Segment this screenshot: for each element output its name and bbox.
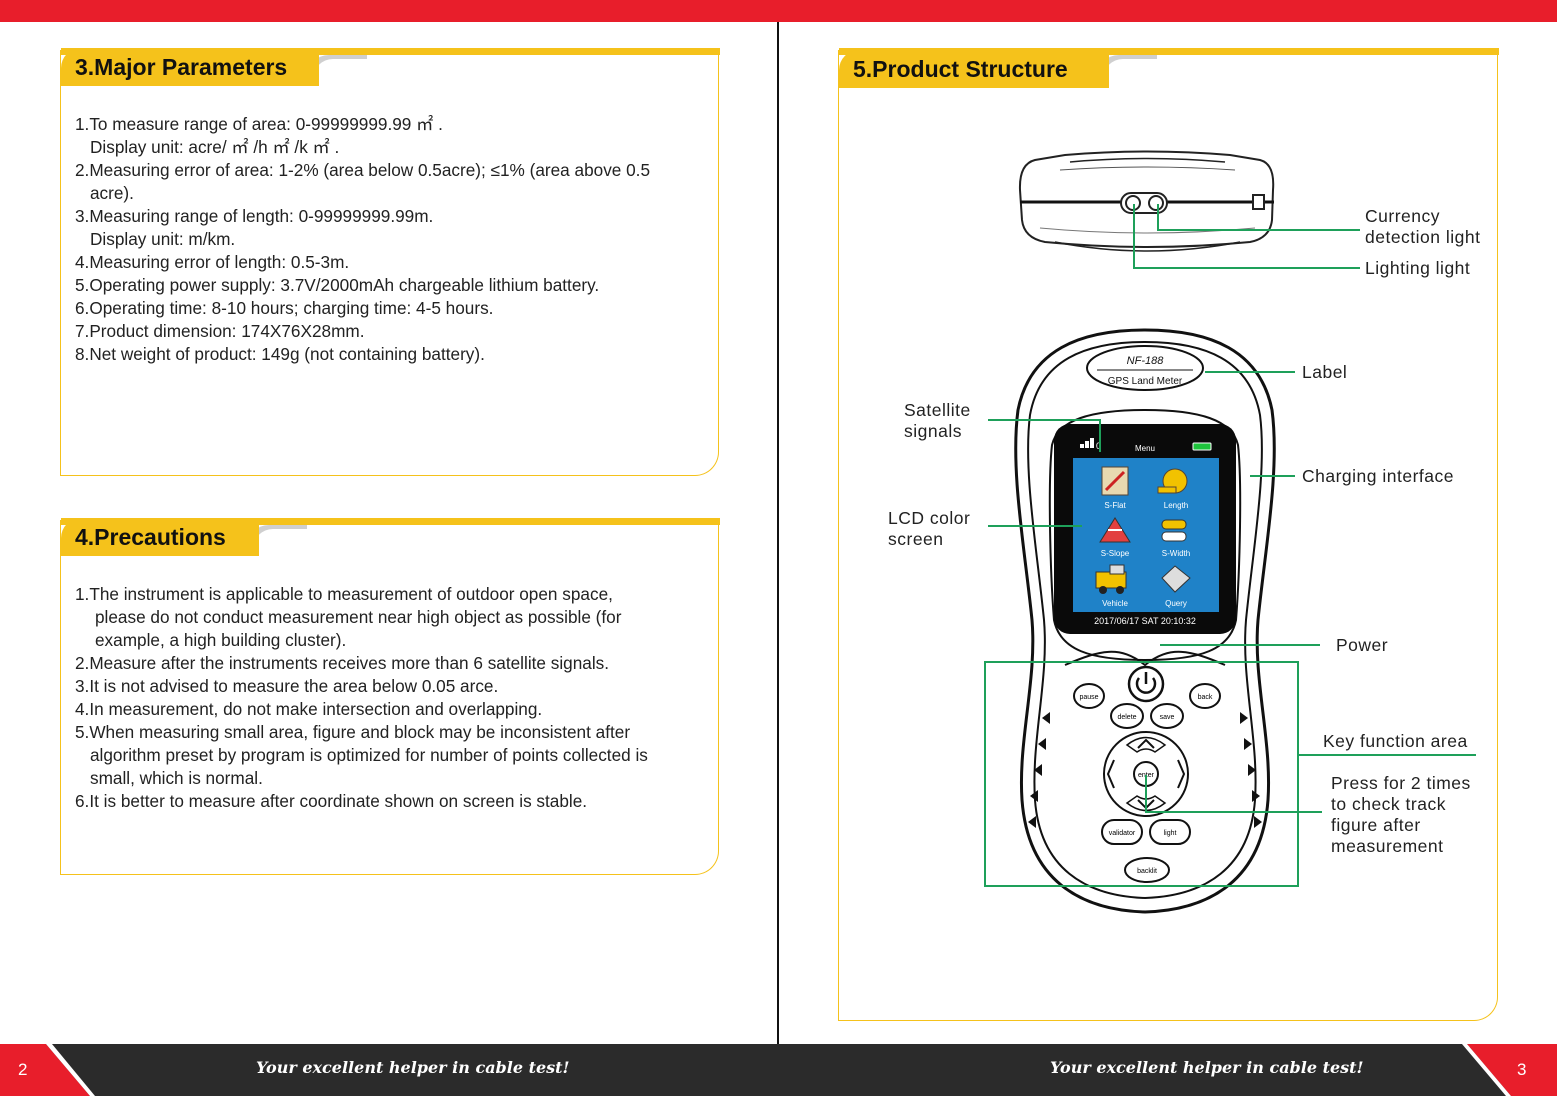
bottom-bar bbox=[0, 1044, 1557, 1096]
list-item: please do not conduct measurement near h… bbox=[95, 607, 622, 627]
list-item: Display unit: m/km. bbox=[90, 229, 236, 249]
list-item: Display unit: acre/ ㎡ /h ㎡ /k ㎡ . bbox=[90, 137, 340, 157]
svg-text:validator: validator bbox=[1109, 830, 1136, 837]
menu-icon-query bbox=[1161, 565, 1191, 593]
power-button[interactable] bbox=[1127, 665, 1165, 703]
svg-text:back: back bbox=[1198, 694, 1213, 701]
list-item: 3.It is not advised to measure the area … bbox=[75, 676, 499, 696]
callout-press-twice: Press for 2 times to check track figure … bbox=[1331, 773, 1471, 856]
menu-icon-length bbox=[1157, 468, 1188, 494]
menu-label: Vehicle bbox=[1102, 599, 1128, 608]
callout-key-function-area: Key function area bbox=[1323, 731, 1468, 751]
back-button[interactable]: back bbox=[1189, 683, 1221, 709]
right-page-number-tab bbox=[1462, 1044, 1557, 1096]
svg-text:backlit: backlit bbox=[1137, 868, 1157, 875]
section-title: 3.Major Parameters bbox=[61, 48, 319, 86]
svg-text:light: light bbox=[1164, 830, 1177, 837]
section-title: 5.Product Structure bbox=[839, 50, 1109, 88]
menu-icon-sflat bbox=[1101, 466, 1129, 496]
device-front-view: NF-188 GPS Land Meter 0 Menu S-Flat Leng… bbox=[1014, 328, 1276, 914]
left-page-number-tab bbox=[0, 1044, 95, 1096]
list-item: 2.Measure after the instruments receives… bbox=[75, 653, 610, 673]
pause-button[interactable]: pause bbox=[1073, 683, 1105, 709]
device-model-text: NF-188 bbox=[1127, 355, 1165, 367]
delete-button[interactable]: delete bbox=[1110, 703, 1144, 729]
svg-text:save: save bbox=[1160, 714, 1175, 721]
list-item: 7.Product dimension: 174X76X28mm. bbox=[75, 321, 365, 341]
list-item: algorithm preset by program is optimized… bbox=[90, 745, 648, 765]
precautions-section: 4.Precautions 1.The instrument is applic… bbox=[60, 518, 720, 875]
list-item: 4.Measuring error of length: 0.5-3m. bbox=[75, 252, 350, 272]
right-page-number: 3 bbox=[1517, 1060, 1527, 1079]
list-item: 2.Measuring error of area: 1-2% (area be… bbox=[75, 160, 651, 180]
backlit-button[interactable]: backlit bbox=[1124, 857, 1170, 883]
list-item: 4.In measurement, do not make intersecti… bbox=[75, 699, 543, 719]
validator-button[interactable]: validator bbox=[1101, 819, 1143, 845]
callout-lcd-screen: LCD color screen bbox=[888, 508, 971, 549]
light-button[interactable]: light bbox=[1149, 819, 1191, 845]
callout-label: Label bbox=[1302, 362, 1348, 382]
menu-icon-sslope bbox=[1099, 517, 1131, 543]
list-item: 1.To measure range of area: 0-99999999.9… bbox=[75, 114, 443, 134]
screen-footer-text: 2017/06/17 SAT 20:10:32 bbox=[1094, 616, 1196, 626]
list-item: 1.The instrument is applicable to measur… bbox=[75, 584, 613, 604]
menu-label: Length bbox=[1164, 501, 1188, 510]
list-item: 8.Net weight of product: 149g (not conta… bbox=[75, 344, 485, 364]
callout-charging-interface: Charging interface bbox=[1302, 466, 1454, 486]
menu-label: S-Slope bbox=[1101, 549, 1130, 558]
menu-label: S-Width bbox=[1162, 549, 1190, 558]
svg-text:pause: pause bbox=[1079, 694, 1098, 701]
svg-text:0: 0 bbox=[1096, 441, 1101, 451]
left-slogan: Your excellent helper in cable test! bbox=[256, 1058, 570, 1077]
page-divider bbox=[777, 22, 779, 1044]
right-slogan: Your excellent helper in cable test! bbox=[1050, 1058, 1364, 1077]
menu-label: S-Flat bbox=[1104, 501, 1126, 510]
section-title: 4.Precautions bbox=[61, 518, 259, 556]
device-name-text: GPS Land Meter bbox=[1108, 376, 1183, 387]
menu-label: Query bbox=[1165, 599, 1187, 608]
list-item: 5.Operating power supply: 3.7V/2000mAh c… bbox=[75, 275, 600, 295]
list-item: 6.It is better to measure after coordina… bbox=[75, 791, 588, 811]
left-page-number: 2 bbox=[18, 1060, 28, 1079]
list-item: 6.Operating time: 8-10 hours; charging t… bbox=[75, 298, 494, 318]
list-item: acre). bbox=[90, 183, 134, 203]
menu-icon-vehicle bbox=[1095, 564, 1127, 594]
callout-lighting-light: Lighting light bbox=[1365, 258, 1471, 278]
device-top-view bbox=[1018, 150, 1275, 252]
section-header: 3.Major Parameters bbox=[61, 48, 720, 89]
callout-satellite-signals: Satellite signals bbox=[904, 400, 971, 441]
callout-power: Power bbox=[1336, 635, 1389, 655]
major-parameters-section: 3.Major Parameters 1.To measure range of… bbox=[60, 48, 720, 476]
menu-icon-swidth bbox=[1161, 519, 1187, 542]
section-header: 4.Precautions bbox=[61, 518, 720, 559]
list-item: example, a high building cluster). bbox=[95, 630, 347, 650]
callout-currency-light: Currency detection light bbox=[1365, 206, 1481, 247]
top-red-bar bbox=[0, 0, 1557, 22]
list-item: 5.When measuring small area, figure and … bbox=[75, 722, 631, 742]
parameters-list: 1.To measure range of area: 0-99999999.9… bbox=[75, 113, 650, 366]
list-item: 3.Measuring range of length: 0-99999999.… bbox=[75, 206, 434, 226]
svg-text:delete: delete bbox=[1117, 714, 1136, 721]
screen-header-text: Menu bbox=[1135, 444, 1155, 453]
list-item: small, which is normal. bbox=[90, 768, 263, 788]
save-button[interactable]: save bbox=[1150, 703, 1184, 729]
section-header: 5.Product Structure bbox=[839, 48, 1499, 89]
precautions-list: 1.The instrument is applicable to measur… bbox=[75, 583, 648, 813]
